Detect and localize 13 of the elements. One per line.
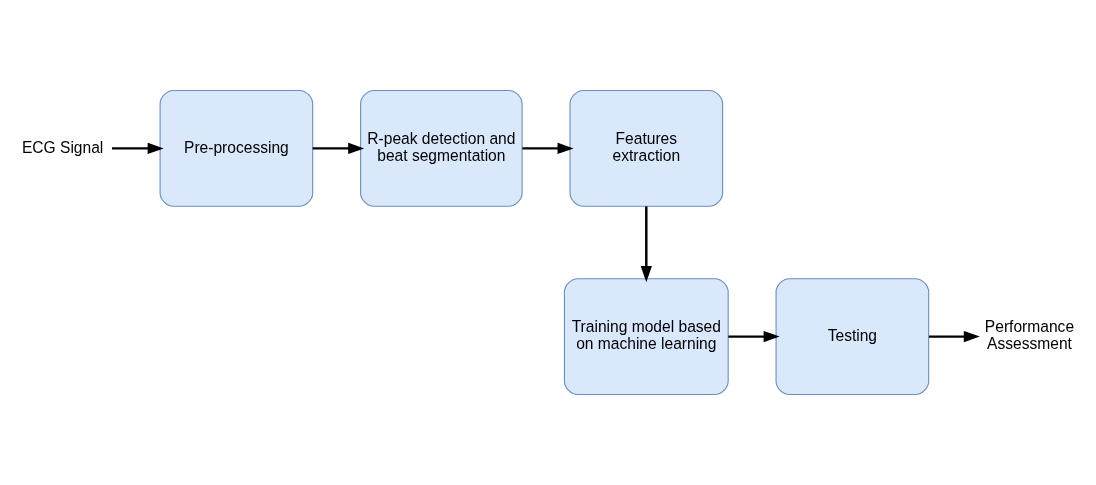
- arrow: [111, 142, 164, 154]
- arrow: [522, 142, 574, 154]
- node-text: ECG Signal: [21, 138, 104, 156]
- node-box: R-peak detection and beat segmentation: [360, 89, 523, 207]
- node-box: Testing: [775, 278, 930, 396]
- node-box: Pre-processing: [159, 89, 314, 207]
- arrow: [312, 142, 365, 154]
- node-box: Training model based on machine learning: [563, 278, 729, 396]
- node-text: Performance Assessment: [984, 318, 1075, 353]
- arrow: [929, 331, 980, 343]
- arrow: [640, 206, 652, 283]
- arrow: [728, 331, 780, 343]
- node-box: Features extraction: [569, 89, 724, 207]
